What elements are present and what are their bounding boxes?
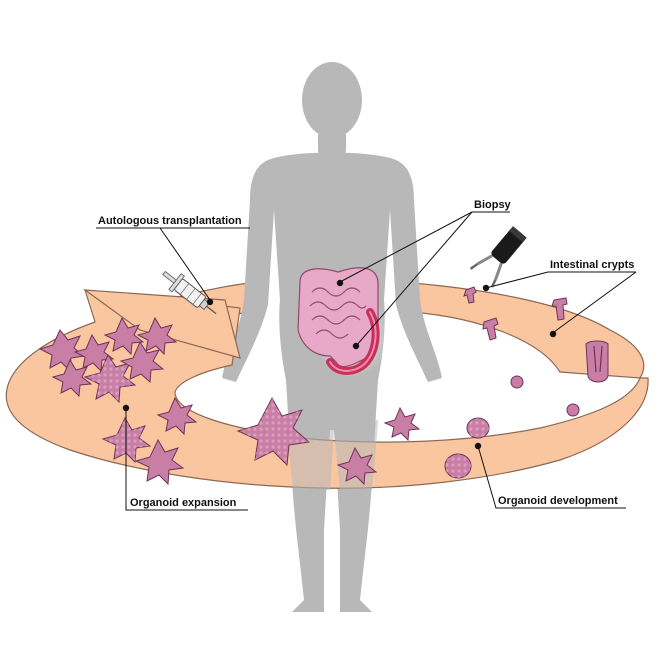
label-biopsy: Biopsy (474, 199, 512, 211)
intestinal-crypt (482, 317, 499, 341)
organoid-star (119, 340, 165, 384)
intestine-icon (297, 267, 390, 377)
organoid-star (383, 406, 421, 442)
label-dot (549, 330, 557, 338)
leader-biopsy (339, 211, 510, 283)
organoid-star (51, 358, 93, 398)
label-dot (336, 279, 344, 287)
intestinal-crypt-lumen (593, 345, 603, 373)
label-dot (206, 298, 214, 306)
leader-autologous (96, 227, 250, 301)
label-organoid-development: Organoid development (498, 495, 618, 507)
organoid-star (336, 446, 378, 486)
organoid-sphere (510, 375, 524, 389)
sphere-texture (445, 418, 489, 478)
label-intestinal-crypts: Intestinal crypts (550, 259, 634, 271)
leader-biopsy-2 (355, 211, 473, 347)
organoid-star (136, 316, 178, 356)
label-dot (482, 284, 490, 292)
organoid-sphere (566, 403, 580, 417)
leader-crypts (548, 271, 637, 333)
leader-crypts-2 (485, 271, 549, 289)
syringe-icon (162, 270, 217, 315)
organoid-star (156, 396, 198, 436)
label-autologous-transplantation: Autologous transplantation (98, 215, 242, 227)
leader-expansion (125, 408, 248, 511)
small-intestine-loops (309, 287, 367, 339)
human-silhouette-icon (222, 62, 442, 612)
label-dot (352, 342, 360, 350)
intestinal-crypt (551, 297, 568, 321)
leader-development (477, 445, 626, 509)
label-organoid-expansion: Organoid expansion (130, 497, 237, 509)
label-dot (474, 442, 482, 450)
colon-highlight (329, 311, 377, 372)
organoid-star (103, 316, 145, 356)
organoid-star (134, 438, 185, 486)
intestinal-crypt-large (585, 340, 609, 383)
intestinal-crypt (463, 286, 477, 304)
biopsy-forceps-icon (469, 226, 527, 288)
leader-lines (96, 211, 637, 511)
label-dot (122, 404, 130, 412)
label-dots (122, 279, 557, 450)
